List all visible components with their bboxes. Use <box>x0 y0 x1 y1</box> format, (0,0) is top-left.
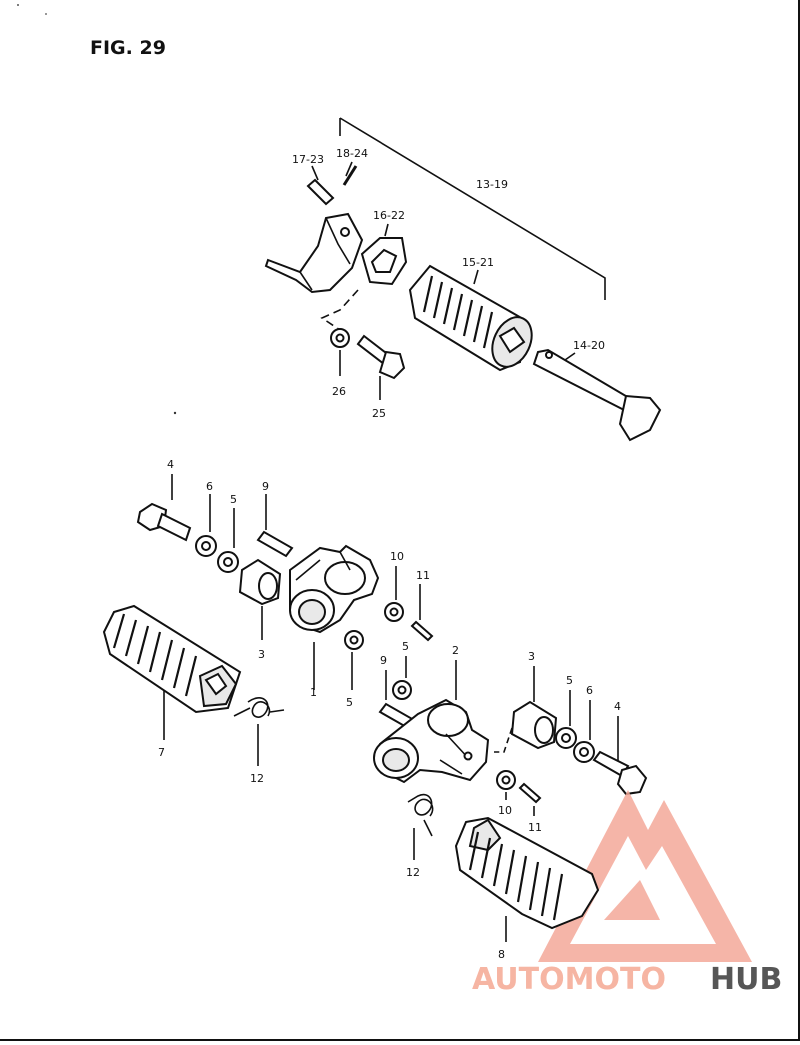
callout-2: 2 <box>452 644 459 657</box>
part-cotter-pin-18-24 <box>342 165 358 186</box>
part-footrest-bracket <box>264 212 364 294</box>
part-washer-5-right <box>555 727 577 749</box>
callout-13-19: 13-19 <box>476 178 508 191</box>
callout-6-left: 6 <box>206 480 213 493</box>
callout-3-left: 3 <box>258 648 265 661</box>
part-footrest-bracket-2 <box>373 698 490 784</box>
callout-4-left: 4 <box>167 458 174 471</box>
watermark-text-automoto: AUTOMOTO <box>472 962 666 997</box>
callout-5-left-bottom: 5 <box>346 696 353 709</box>
part-pin-17-23 <box>306 178 335 206</box>
callout-11-lower: 11 <box>528 821 542 834</box>
callout-17-23: 17-23 <box>292 153 324 166</box>
triangle-m-logo-icon <box>538 790 752 962</box>
callout-12-right: 12 <box>406 866 420 879</box>
figure-title: FIG. 29 <box>90 37 166 59</box>
assembly-dash-line <box>320 289 359 331</box>
callout-25: 25 <box>372 407 386 420</box>
part-washer-5-left-top <box>217 551 239 573</box>
callout-26: 26 <box>332 385 346 398</box>
part-cotter-pin-11-lower <box>518 782 542 804</box>
part-bushing-3-left <box>238 558 282 606</box>
callout-15-21: 15-21 <box>462 256 494 269</box>
part-footrest-rubber-15-21 <box>408 264 533 372</box>
part-footrest-7 <box>102 604 242 714</box>
callout-10-upper: 10 <box>390 550 404 563</box>
callout-7: 7 <box>158 746 165 759</box>
callout-18-24: 18-24 <box>336 147 368 160</box>
part-bolt-4-right <box>592 750 648 796</box>
part-washer-5-left-bottom <box>344 630 364 650</box>
callout-4-right: 4 <box>614 700 621 713</box>
frame-border-right <box>798 0 800 1041</box>
frame-border-bottom <box>0 1039 800 1041</box>
part-washer-10-upper <box>384 602 404 622</box>
callout-12-left: 12 <box>250 772 264 785</box>
callout-1: 1 <box>310 686 317 699</box>
callout-9-left: 9 <box>262 480 269 493</box>
callout-3-right: 3 <box>528 650 535 663</box>
part-cotter-pin-11-upper <box>410 620 434 642</box>
part-washer-26 <box>330 328 350 348</box>
part-footrest-shaft-14-20 <box>532 348 662 442</box>
part-washer-10-lower <box>496 770 516 790</box>
callout-14-20: 14-20 <box>573 339 605 352</box>
part-pin-9-left <box>256 530 294 558</box>
part-washer-6-right <box>573 741 595 763</box>
callout-5-right-top: 5 <box>402 640 409 653</box>
part-bolt-25 <box>356 334 406 380</box>
callout-5-left-top: 5 <box>230 493 237 506</box>
callout-8: 8 <box>498 948 505 961</box>
callout-16-22: 16-22 <box>373 209 405 222</box>
part-footrest-8 <box>454 816 600 930</box>
part-bolt-4-left <box>136 502 192 542</box>
callout-11-upper: 11 <box>416 569 430 582</box>
assembly-bracket-line <box>339 117 606 300</box>
part-spring-12-right <box>407 793 434 837</box>
part-footrest-bracket-1 <box>289 544 380 634</box>
part-bushing-3-right <box>510 700 558 750</box>
callout-9-right: 9 <box>380 654 387 667</box>
assembly-dash-line-right <box>494 727 513 753</box>
callout-5-right: 5 <box>566 674 573 687</box>
part-washer-6-left <box>195 535 217 557</box>
callout-10-lower: 10 <box>498 804 512 817</box>
watermark-text-hub: HUB <box>710 962 782 997</box>
part-spring-12-left <box>233 697 285 718</box>
callout-6-right: 6 <box>586 684 593 697</box>
part-washer-5-right-top <box>392 680 412 700</box>
part-plate-16-22 <box>360 237 408 286</box>
